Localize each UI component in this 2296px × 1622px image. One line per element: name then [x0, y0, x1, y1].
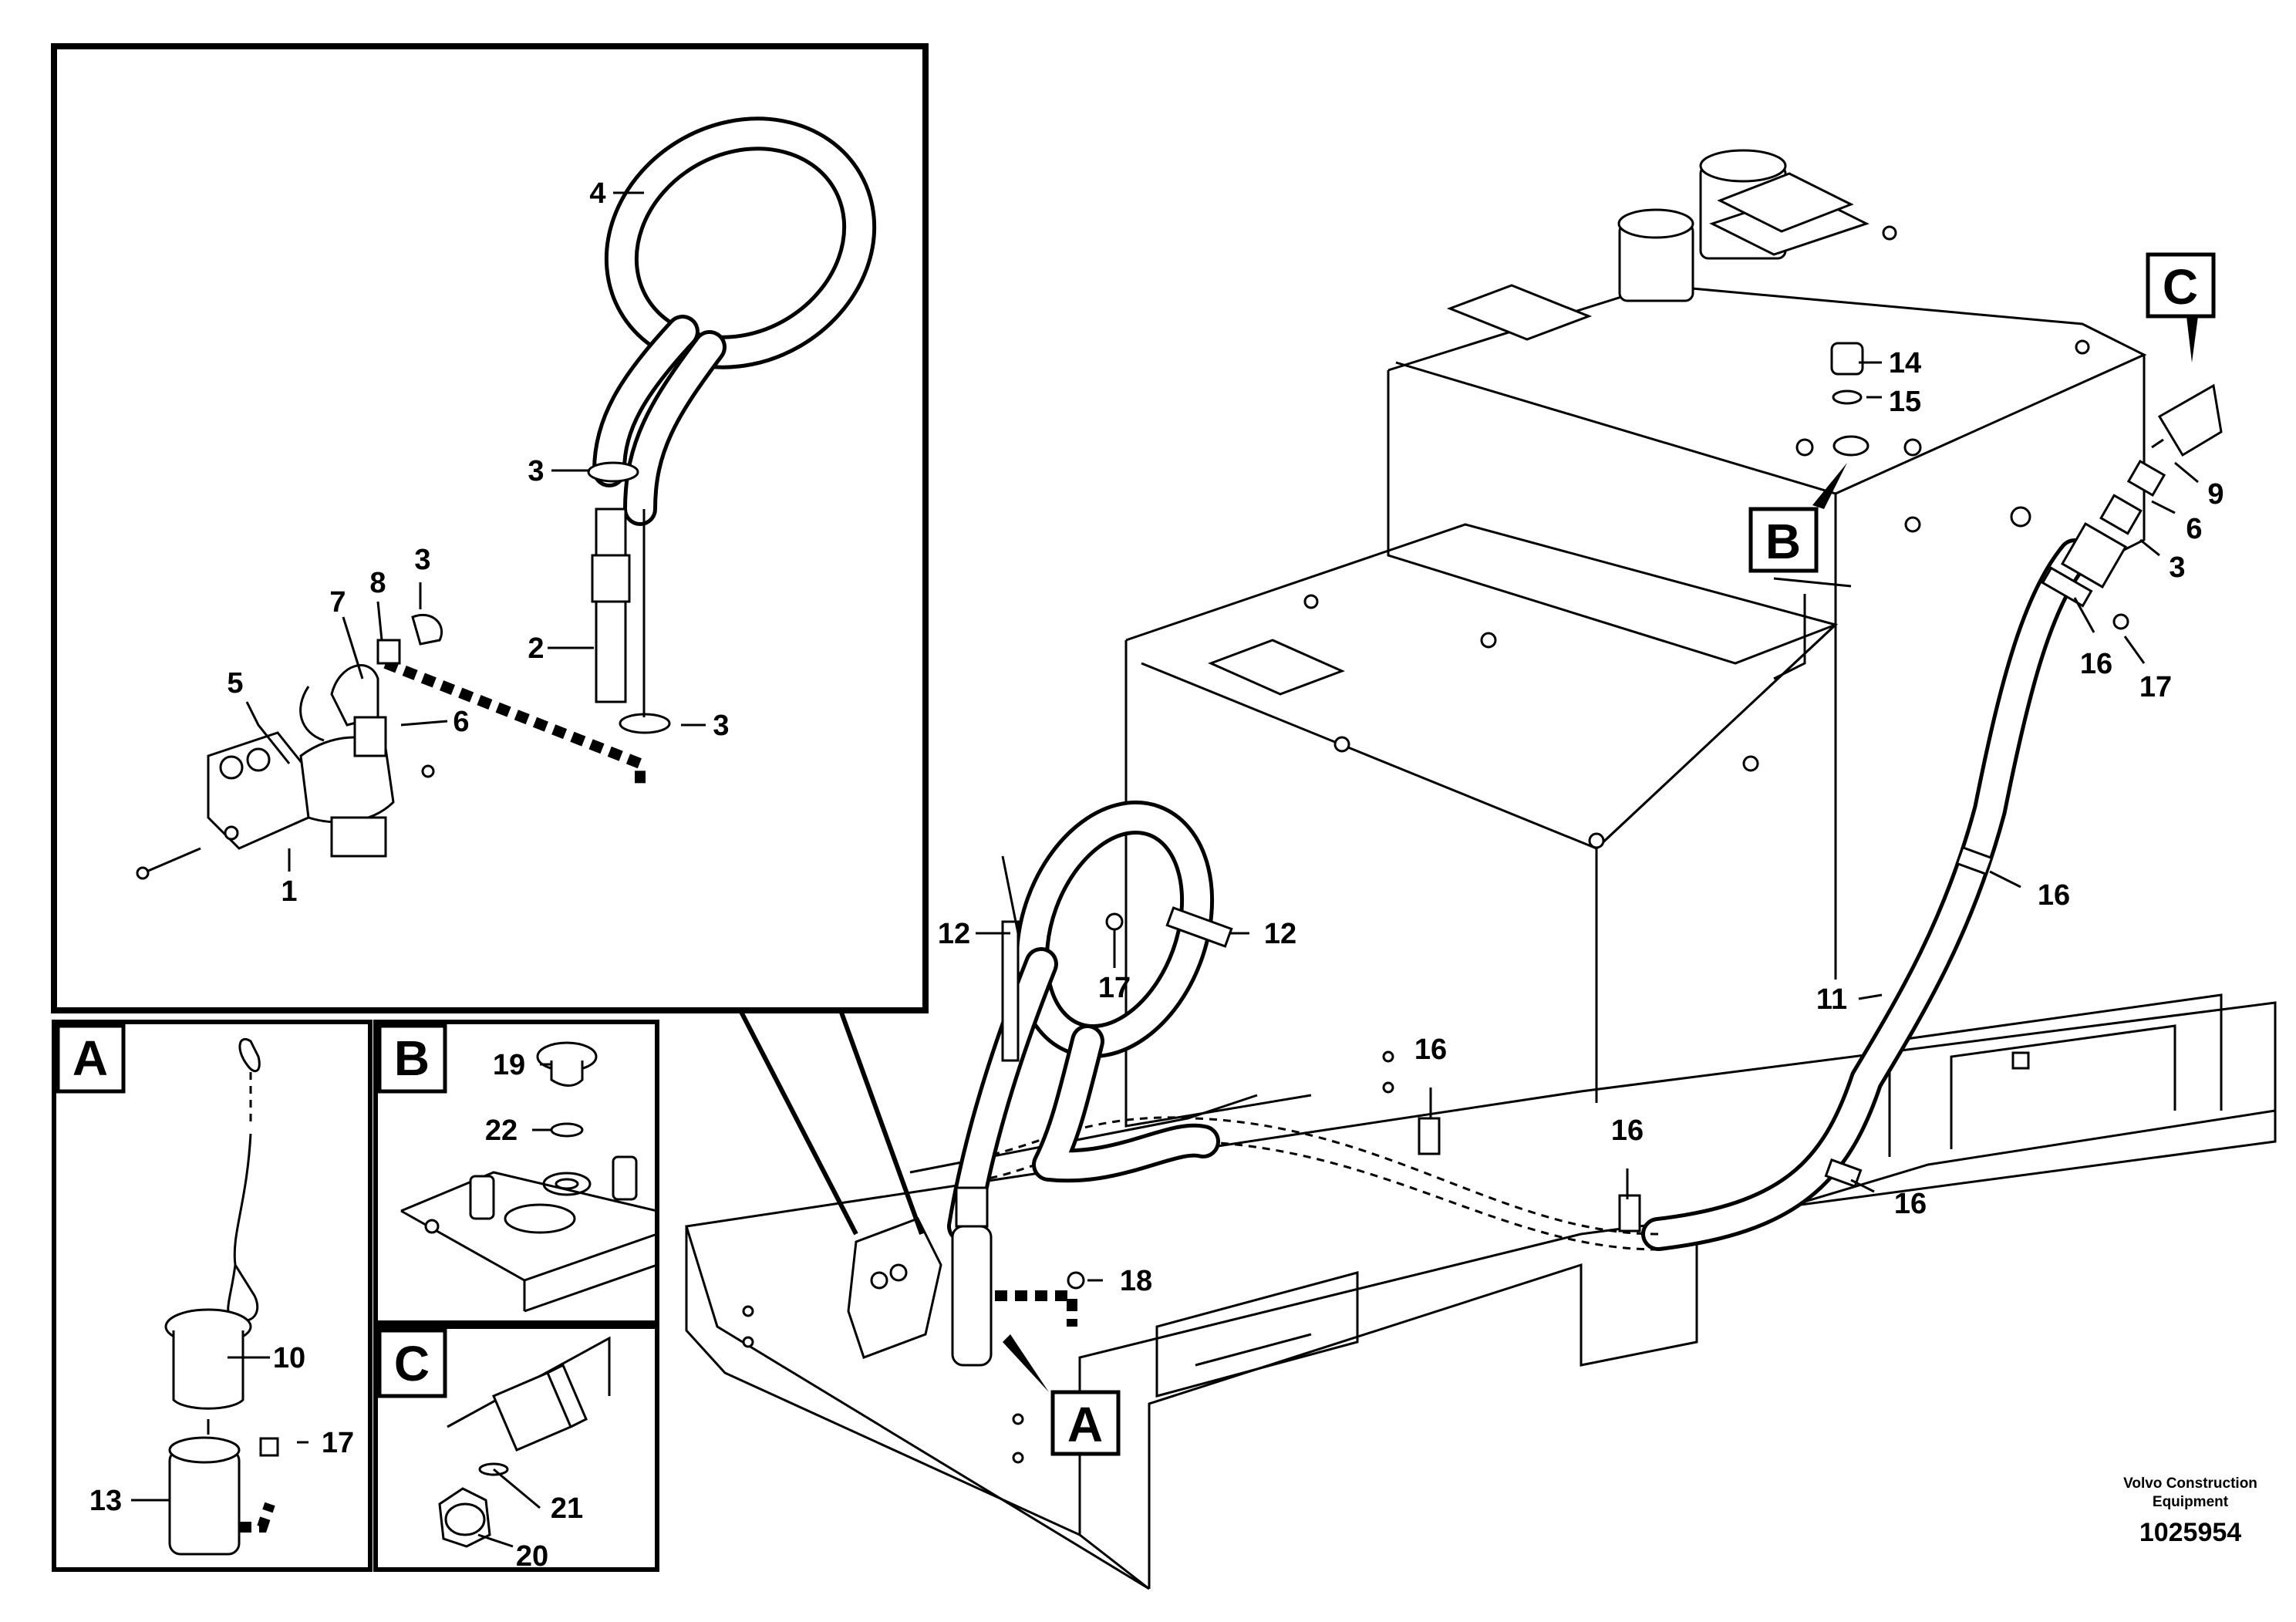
callout-17-inset: 17 [322, 1427, 354, 1459]
callout-7: 7 [329, 586, 346, 619]
view-c-box [2146, 252, 2216, 319]
callout-6-main: 6 [2186, 513, 2202, 545]
callout-1: 1 [281, 875, 297, 908]
view-b-label: B [1765, 514, 1801, 569]
callout-21: 21 [551, 1492, 583, 1525]
brand-line-2: Equipment [2152, 1494, 2229, 1510]
brand-line-1: Volvo Construction [2123, 1475, 2257, 1492]
callout-16-top: 16 [2080, 648, 2112, 680]
view-c-label: C [2163, 259, 2198, 315]
callout-18: 18 [1120, 1265, 1152, 1297]
callout-4: 4 [589, 177, 605, 210]
inset-c-title: C [394, 1336, 430, 1391]
callout-20: 20 [516, 1540, 548, 1573]
view-a-label: A [1067, 1397, 1103, 1452]
brand-caption: Volvo Construction Equipment [2075, 1475, 2296, 1512]
callout-9: 9 [2207, 478, 2224, 511]
callout-16-right: 16 [2038, 879, 2070, 912]
callout-12-left: 12 [938, 918, 970, 950]
callout-12-right: 12 [1264, 918, 1296, 950]
leader-lines [131, 191, 2199, 1548]
callout-11: 11 [1816, 983, 1847, 1016]
inset-a [52, 1020, 373, 1572]
callout-22: 22 [485, 1114, 518, 1147]
callout-17-main: 17 [1098, 972, 1131, 1004]
callout-5: 5 [227, 667, 243, 700]
callout-17-top: 17 [2139, 671, 2172, 703]
callout-16-mid: 16 [1611, 1114, 1644, 1147]
callout-10: 10 [273, 1342, 305, 1374]
callout-13: 13 [89, 1485, 122, 1517]
callout-14: 14 [1889, 347, 1921, 379]
callout-16-left: 16 [1414, 1034, 1447, 1066]
callout-3-right: 3 [414, 544, 430, 576]
inset-b [373, 1020, 659, 1325]
bolt-heads [742, 225, 2090, 1464]
callout-19: 19 [493, 1049, 525, 1081]
view-a-box [1050, 1390, 1121, 1456]
callout-3-bottom: 3 [713, 710, 729, 742]
callout-16-lower: 16 [1894, 1188, 1927, 1220]
inset-c [373, 1324, 659, 1572]
detail-view [51, 43, 929, 1236]
callout-6: 6 [453, 706, 469, 738]
callout-3-top: 3 [528, 455, 544, 487]
view-b-box [1748, 507, 1819, 573]
plug-b-main [1830, 342, 1870, 457]
inset-b-title: B [394, 1030, 430, 1086]
callout-8: 8 [369, 567, 386, 599]
callout-2: 2 [528, 632, 544, 665]
document-number: 1025954 [2139, 1518, 2242, 1547]
inset-a-title: A [72, 1030, 108, 1086]
pump-assembly-main [847, 800, 1233, 1367]
callout-3-main: 3 [2169, 551, 2185, 584]
callout-15: 15 [1889, 386, 1921, 418]
